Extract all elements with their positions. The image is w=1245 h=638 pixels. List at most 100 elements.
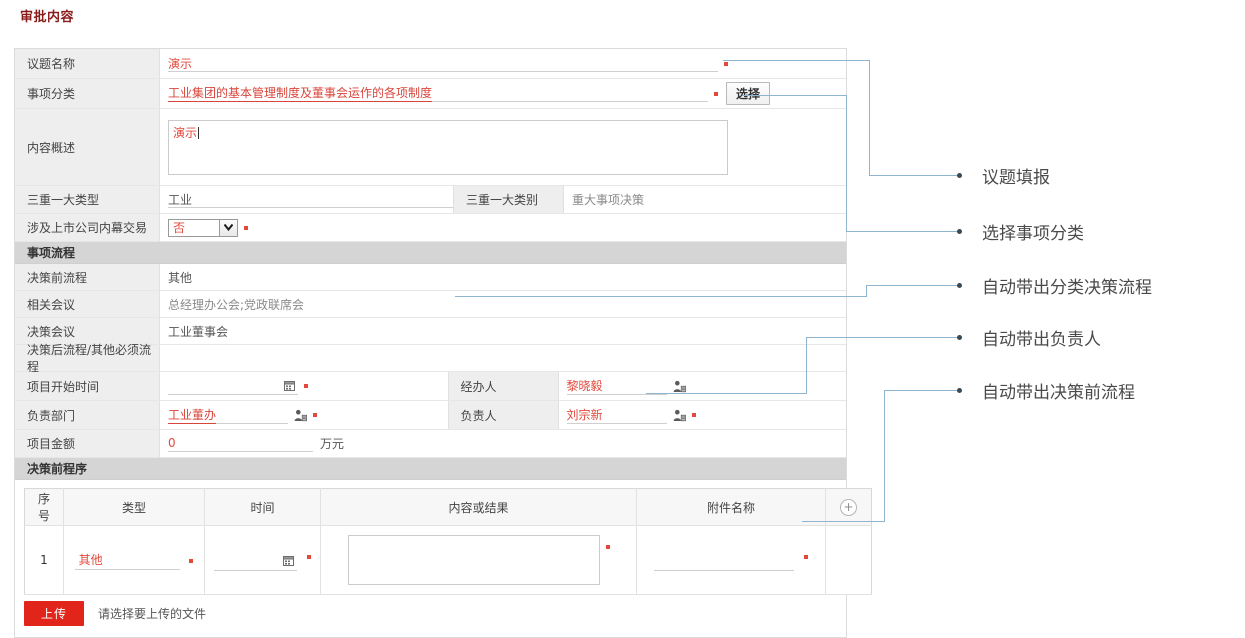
calendar-icon[interactable] bbox=[283, 555, 295, 566]
form-row-insider-trade: 涉及上市公司内幕交易 否 bbox=[15, 214, 846, 242]
col-header-content: 内容或结果 bbox=[320, 488, 637, 526]
select-category-button[interactable]: 选择 bbox=[726, 82, 771, 105]
responsible-person-input[interactable]: 刘宗新 bbox=[566, 407, 667, 424]
connector-1-seg3 bbox=[869, 175, 959, 176]
table-header-row: 序 号 类型 时间 内容或结果 附件名称 + bbox=[24, 488, 872, 526]
summary-textarea[interactable]: 演示 bbox=[168, 119, 728, 175]
calendar-icon[interactable] bbox=[284, 380, 295, 391]
label-decision-meeting: 决策会议 bbox=[15, 318, 160, 344]
label-responsible-dept: 负责部门 bbox=[15, 401, 160, 429]
field-item-category-cell: 工业集团的基本管理制度及董事会运作的各项制度 选择 bbox=[160, 79, 846, 108]
label-sanzhong-type: 三重一大类型 bbox=[15, 186, 160, 213]
field-project-amount-cell: 0 万元 bbox=[160, 430, 846, 457]
form-row-decision-meeting: 决策会议 工业董事会 bbox=[15, 318, 846, 345]
field-sanzhong-category-cell: 重大事项决策 bbox=[564, 186, 846, 213]
field-handler-cell: 黎晓毅 bbox=[559, 372, 847, 400]
insider-trade-select[interactable]: 否 bbox=[168, 218, 238, 237]
cell-add-row bbox=[825, 525, 872, 595]
section-header-process: 事项流程 bbox=[15, 242, 846, 264]
cell-attachment bbox=[636, 525, 826, 595]
connector-1-seg2 bbox=[869, 60, 870, 176]
person-picker-icon[interactable] bbox=[673, 380, 686, 393]
table-row: 1 其他 bbox=[24, 525, 872, 595]
connector-3-seg2 bbox=[866, 285, 867, 297]
label-pre-decision-process: 决策前流程 bbox=[15, 264, 160, 290]
responsible-dept-input[interactable]: 工业董办 bbox=[168, 407, 288, 424]
connector-4-dot bbox=[957, 335, 962, 340]
form-row-item-category: 事项分类 工业集团的基本管理制度及董事会运作的各项制度 选择 bbox=[15, 79, 846, 109]
form-row-dept-person: 负责部门 工业董办 bbox=[15, 401, 846, 430]
form-row-related-meeting: 相关会议 总经理办公会;党政联席会 bbox=[15, 291, 846, 318]
chevron-down-icon[interactable] bbox=[219, 219, 237, 236]
project-amount-input[interactable]: 0 bbox=[168, 435, 313, 452]
upload-hint: 请选择要上传的文件 bbox=[98, 607, 207, 621]
field-decision-meeting-cell: 工业董事会 bbox=[160, 318, 846, 344]
sanzhong-type-input[interactable]: 工业 bbox=[168, 191, 453, 208]
label-item-category: 事项分类 bbox=[15, 79, 160, 108]
form-row-topic-name: 议题名称 演示 bbox=[15, 49, 846, 79]
add-row-icon[interactable]: + bbox=[840, 498, 857, 516]
sanzhong-category-value: 重大事项决策 bbox=[572, 193, 645, 207]
screen-root: 审批内容 议题名称 演示 事项分类 工业集团的基本管理制度及董事会运作的各项制度 bbox=[14, 10, 1152, 638]
required-marker-icon bbox=[724, 61, 728, 66]
form-row-post-decision-process: 决策后流程/其他必须流程 bbox=[15, 343, 846, 374]
required-marker-icon bbox=[803, 555, 808, 559]
topic-name-input[interactable]: 演示 bbox=[168, 55, 718, 72]
required-marker-icon bbox=[244, 225, 248, 230]
row-attachment-input[interactable] bbox=[654, 552, 795, 571]
row-content-textarea[interactable] bbox=[347, 535, 600, 585]
field-related-meeting-cell: 总经理办公会;党政联席会 bbox=[160, 291, 846, 317]
label-project-amount: 项目金额 bbox=[15, 430, 160, 457]
form-row-pre-decision-process: 决策前流程 其他 bbox=[15, 264, 846, 291]
field-responsible-dept-cell: 工业董办 bbox=[160, 401, 449, 429]
row-time-input[interactable] bbox=[214, 552, 298, 571]
page-title: 审批内容 bbox=[20, 10, 75, 25]
col-header-time: 时间 bbox=[204, 488, 321, 526]
cell-type: 其他 bbox=[63, 525, 205, 595]
sanzhong-split: 工业 三重一大类别 重大事项决策 bbox=[160, 186, 846, 213]
project-start-time-input[interactable] bbox=[168, 378, 298, 395]
label-topic-name: 议题名称 bbox=[15, 49, 160, 78]
connector-2-seg3 bbox=[846, 231, 959, 232]
pre-decision-table: 序 号 类型 时间 内容或结果 附件名称 + bbox=[24, 488, 872, 595]
text-caret bbox=[198, 126, 200, 139]
label-sanzhong-category: 三重一大类别 bbox=[454, 186, 564, 213]
person-picker-icon[interactable] bbox=[673, 409, 686, 422]
connector-3-seg3 bbox=[866, 285, 959, 286]
required-marker-icon bbox=[304, 384, 308, 388]
annotation-label-5: 自动带出决策前流程 bbox=[982, 383, 1135, 403]
label-insider-trade: 涉及上市公司内幕交易 bbox=[15, 214, 160, 241]
annotation-label-1: 议题填报 bbox=[982, 168, 1050, 188]
field-insider-trade-cell: 否 bbox=[160, 214, 846, 241]
person-picker-icon[interactable] bbox=[294, 409, 307, 422]
connector-5-seg3 bbox=[884, 390, 959, 391]
cell-content bbox=[320, 525, 637, 595]
handler-input[interactable]: 黎晓毅 bbox=[566, 378, 667, 395]
dept-person-split: 工业董办 负责人 bbox=[160, 401, 846, 429]
field-summary-cell: 演示 bbox=[160, 109, 846, 185]
form-row-sanzhong: 三重一大类型 工业 三重一大类别 重大事项决策 bbox=[15, 186, 846, 214]
annotation-label-2: 选择事项分类 bbox=[982, 224, 1084, 244]
row-type-input[interactable]: 其他 bbox=[74, 551, 180, 570]
col-header-add-row: + bbox=[825, 488, 872, 526]
field-responsible-person-cell: 刘宗新 bbox=[559, 401, 847, 429]
field-sanzhong-type-cell: 工业 bbox=[160, 186, 454, 213]
approval-form: 议题名称 演示 事项分类 工业集团的基本管理制度及董事会运作的各项制度 选择 bbox=[14, 48, 872, 638]
connector-5-dot bbox=[957, 388, 962, 393]
connector-5-seg2 bbox=[884, 390, 885, 522]
cell-seq: 1 bbox=[24, 525, 64, 595]
item-category-input[interactable]: 工业集团的基本管理制度及董事会运作的各项制度 bbox=[168, 85, 708, 102]
section-header-pre-decision: 决策前程序 bbox=[15, 458, 846, 480]
start-time-handler-split: 经办人 黎晓毅 bbox=[160, 372, 846, 400]
connector-2-dot bbox=[957, 229, 962, 234]
form-row-start-time-handler: 项目开始时间 bbox=[15, 372, 846, 401]
annotation-label-3: 自动带出分类决策流程 bbox=[982, 278, 1152, 298]
upload-button[interactable]: 上传 bbox=[24, 601, 85, 626]
cell-time bbox=[204, 525, 321, 595]
required-marker-icon bbox=[714, 91, 718, 96]
form-row-project-amount: 项目金额 0 万元 bbox=[15, 430, 846, 458]
label-post-decision-process: 决策后流程/其他必须流程 bbox=[15, 343, 160, 374]
field-post-decision-process-cell bbox=[160, 345, 846, 371]
connector-3-dot bbox=[957, 283, 962, 288]
label-handler: 经办人 bbox=[448, 372, 559, 400]
